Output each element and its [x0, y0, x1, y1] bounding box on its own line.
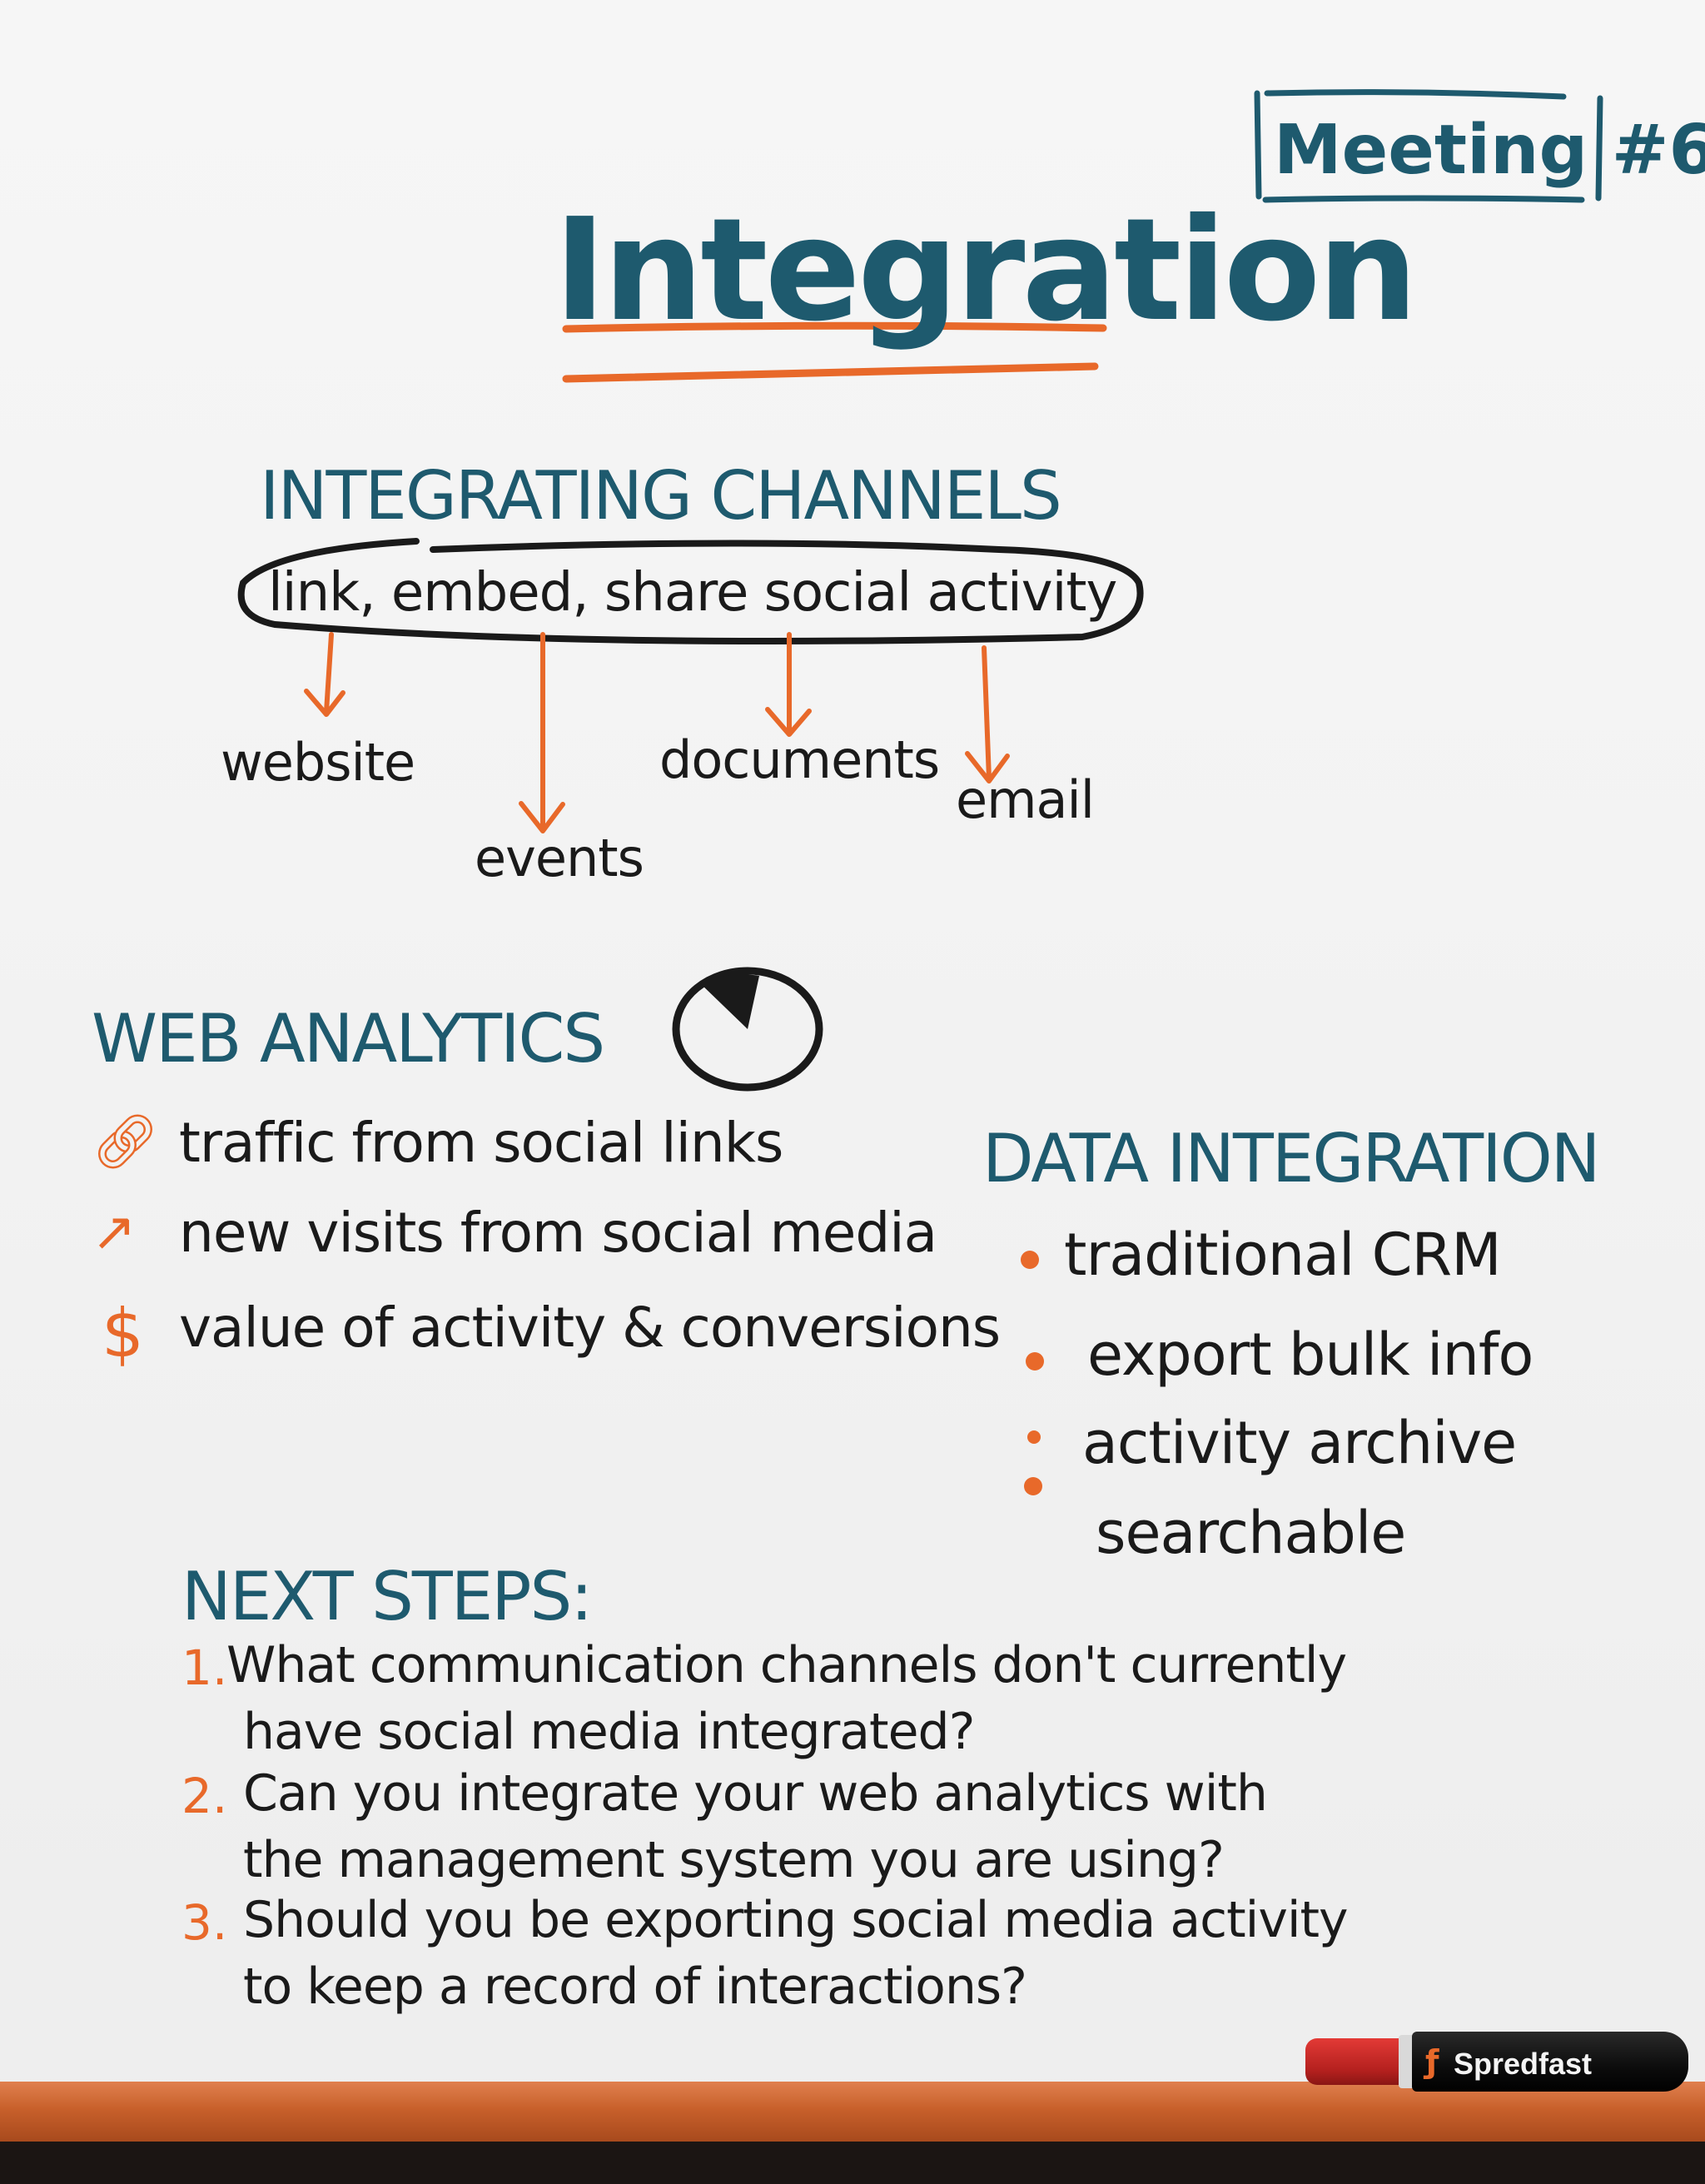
marker-tray: [0, 2082, 1705, 2142]
link-icon: 🔗︎: [92, 1112, 160, 1173]
next-step-text: Can you integrate your web analytics wit…: [243, 1764, 1268, 1823]
bullet-icon: [1024, 1477, 1042, 1495]
marker-cap: [1305, 2038, 1404, 2085]
next-step-number: 2.: [181, 1768, 228, 1824]
channel-events: events: [475, 828, 644, 888]
data-integration-heading: DATA INTEGRATION: [982, 1120, 1600, 1197]
arrow-website: [324, 632, 334, 714]
data-integration-item: searchable: [1096, 1499, 1406, 1567]
web-analytics-item: traffic from social links: [179, 1111, 783, 1175]
next-step-number: 3.: [181, 1894, 228, 1951]
marker-ring: [1399, 2035, 1415, 2088]
dollar-icon: $: [102, 1295, 144, 1372]
page-title: Integration: [554, 188, 1418, 353]
spredfast-logo-icon: ƒ: [1425, 2043, 1439, 2080]
web-analytics-heading: WEB ANALYTICS: [92, 1000, 605, 1077]
integrating-channels-heading: INTEGRATING CHANNELS: [260, 457, 1062, 535]
channel-oval: [237, 538, 1144, 644]
arrow-email: [982, 645, 992, 781]
next-step-text: have social media integrated?: [243, 1703, 975, 1761]
data-integration-item: export bulk info: [1087, 1321, 1534, 1389]
arrow-icon: ↗: [92, 1201, 137, 1263]
bullet-icon: [1021, 1251, 1039, 1269]
next-steps-heading: NEXT STEPS:: [181, 1558, 593, 1635]
channel-email: email: [956, 769, 1095, 830]
marker: ƒ Spredfast: [1305, 2032, 1688, 2092]
next-step-text: Should you be exporting social media act…: [243, 1891, 1349, 1949]
bullet-icon: [1026, 1352, 1044, 1371]
next-step-text: to keep a record of interactions?: [243, 1958, 1027, 2016]
marker-body: [1412, 2032, 1688, 2092]
bullet-icon: [1027, 1430, 1041, 1444]
channel-documents: documents: [659, 729, 940, 790]
board-base: [0, 2142, 1705, 2184]
channel-arrows: [304, 632, 1010, 833]
data-integration-item: traditional CRM: [1064, 1221, 1502, 1289]
title-underlines: [562, 321, 1107, 383]
web-analytics-item: new visits from social media: [179, 1201, 937, 1265]
meeting-frame: [1254, 89, 1603, 203]
web-analytics-item: value of activity & conversions: [179, 1296, 1001, 1360]
data-integration-item: activity archive: [1082, 1409, 1517, 1477]
channel-oval-text: link, embed, share social activity: [268, 562, 1117, 624]
pie-icon: [672, 967, 823, 1092]
next-step-text: What communication channels don't curren…: [226, 1636, 1347, 1694]
marker-brand: Spredfast: [1454, 2047, 1593, 2081]
meeting-label: Meeting #6: [1274, 111, 1705, 190]
next-step-number: 1.: [181, 1639, 228, 1696]
channel-website: website: [221, 732, 415, 793]
next-step-text: the management system you are using?: [243, 1831, 1225, 1889]
